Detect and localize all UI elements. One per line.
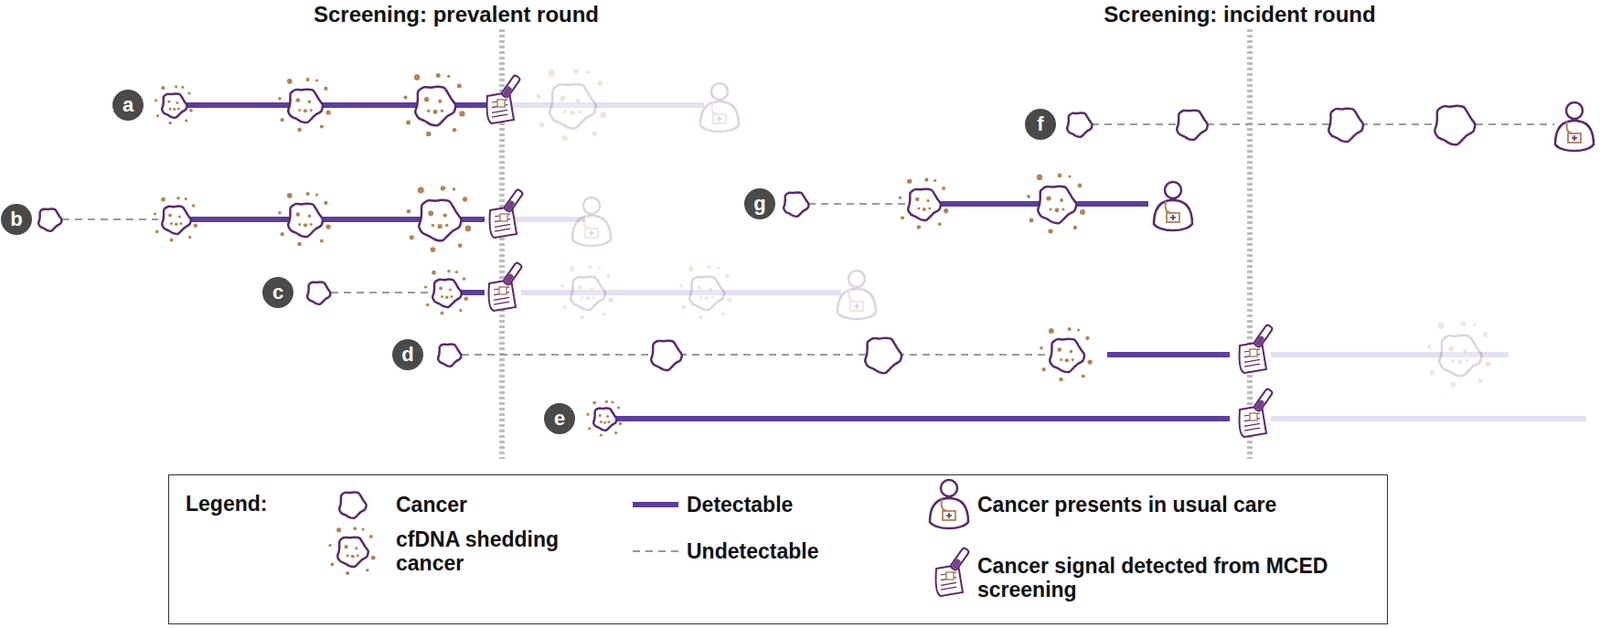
- callout-circle: a: [112, 89, 144, 121]
- shedding-cancer-icon: [277, 77, 331, 132]
- cancer-icon: [1328, 108, 1364, 142]
- cancer-icon: [783, 192, 809, 217]
- callout-circle: b: [0, 203, 32, 235]
- cancer-icon: [1176, 110, 1208, 140]
- section-title: Screening: incident round: [1103, 1, 1376, 28]
- shedding-cancer-icon: [1039, 327, 1093, 382]
- detectable-line: [1107, 352, 1230, 358]
- callout-letter: c: [272, 282, 284, 303]
- cancer-icon: [864, 338, 902, 374]
- detectable-line: [632, 501, 679, 508]
- mced-test-icon: [936, 547, 971, 597]
- post-detection-line: [512, 216, 586, 223]
- callout-letter: g: [753, 193, 766, 214]
- screening-round-line: [1247, 29, 1253, 459]
- legend-label: Undetectable: [686, 539, 819, 564]
- patient-timeline: [1066, 102, 1594, 151]
- undetectable-line: [49, 218, 159, 221]
- shedding-cancer-icon: [403, 73, 465, 137]
- cancer-icon: [650, 341, 683, 371]
- usual-care-clinician-icon: [572, 197, 611, 246]
- callout-letter: b: [10, 209, 22, 230]
- undetectable-line: [795, 202, 924, 205]
- legend-label: Cancer signal detected from MCED screeni…: [977, 554, 1344, 603]
- cancer-icon: [307, 281, 331, 304]
- shedding-cancer-icon: [1427, 320, 1492, 388]
- post-detection-line: [512, 102, 704, 108]
- post-detection-line: [1270, 416, 1587, 422]
- callout-letter: e: [554, 408, 566, 429]
- shedding-cancer-icon: [1026, 173, 1086, 235]
- shedding-cancer-icon: [277, 192, 331, 246]
- cancer-icon: [38, 208, 62, 231]
- shedding-cancer-icon: [406, 185, 471, 253]
- legend-label: Cancer: [395, 492, 468, 517]
- patient-timeline: [154, 68, 739, 141]
- cancer-icon: [1434, 106, 1475, 145]
- callout-letter: d: [401, 344, 414, 365]
- mced-test-icon: [1239, 324, 1274, 374]
- usual-care-clinician-icon: [700, 83, 739, 132]
- detectable-line: [923, 201, 1149, 207]
- legend-label: cfDNA shedding cancer: [395, 527, 616, 576]
- mced-test-icon: [490, 189, 524, 238]
- undetectable-line: [1078, 123, 1555, 126]
- callout-circle: c: [262, 277, 294, 309]
- shedding-cancer-icon: [898, 178, 949, 230]
- undetectable-line: [632, 550, 679, 553]
- mced-test-icon: [489, 262, 523, 311]
- patient-timeline: [307, 262, 876, 320]
- shedding-cancer-icon: [328, 526, 375, 576]
- callout-circle: e: [544, 403, 576, 435]
- usual-care-clinician-icon: [929, 480, 969, 529]
- legend-label: Cancer presents in usual care: [977, 492, 1277, 517]
- post-detection-line: [521, 289, 842, 296]
- patient-timeline: [586, 388, 1587, 438]
- cancer-icon: [437, 343, 461, 366]
- patient-timeline: [783, 173, 1193, 235]
- shedding-cancer-icon: [154, 85, 193, 125]
- patient-timeline: [38, 185, 611, 253]
- cancer-icon: [339, 492, 366, 519]
- callout-letter: f: [1036, 114, 1044, 135]
- usual-care-clinician-icon: [837, 270, 876, 320]
- callout-circle: f: [1024, 108, 1056, 140]
- shedding-cancer-icon: [536, 68, 608, 141]
- shedding-cancer-icon: [679, 265, 733, 320]
- detectable-line: [604, 416, 1230, 422]
- mced-test-icon: [487, 74, 522, 124]
- shedding-cancer-icon: [424, 269, 469, 315]
- shedding-cancer-icon: [586, 400, 622, 438]
- undetectable-line: [318, 291, 429, 294]
- cancer-icon: [1066, 113, 1092, 138]
- section-title: Screening: prevalent round: [313, 1, 599, 28]
- shedding-cancer-icon: [560, 265, 614, 320]
- usual-care-clinician-icon: [1555, 102, 1594, 151]
- legend-label: Detectable: [686, 492, 793, 517]
- callout-letter: a: [122, 95, 134, 116]
- patient-timeline: [437, 320, 1509, 388]
- mced-test-icon: [1239, 388, 1274, 438]
- shedding-cancer-icon: [153, 196, 198, 242]
- undetectable-line: [448, 353, 1052, 356]
- callout-circle: g: [744, 188, 776, 220]
- callout-circle: d: [392, 339, 424, 371]
- usual-care-clinician-icon: [1153, 181, 1193, 231]
- legend-heading: Legend:: [185, 493, 267, 515]
